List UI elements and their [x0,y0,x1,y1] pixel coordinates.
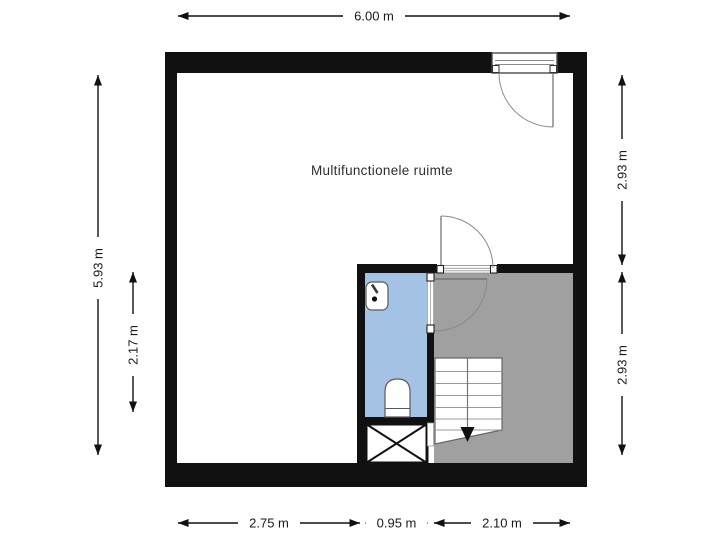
dim-label-left-inner: 2.17 m [122,314,144,376]
svg-text:2.17 m: 2.17 m [126,325,141,365]
room-door-swing-arc [440,215,494,269]
entry-door-frame [491,52,558,74]
bathroom-right-wall [427,333,434,423]
room-door [436,215,498,274]
room-door-jamb [436,264,445,274]
dim-label-top: 6.00 m [343,5,405,27]
dim-label-bottom-middle: 0.95 m [365,512,428,534]
bathroom-door-jamb [426,324,435,334]
dim-label-bottom-left: 2.75 m [238,512,300,534]
room-door-jamb [489,264,498,274]
room-label-multifunctionele-ruimte: Multifunctionele ruimte [311,163,453,178]
sink-icon [365,281,389,311]
sink-drain [371,296,378,302]
sink-faucet [370,283,379,294]
divider-wall-right-segment [497,264,573,273]
bathroom-bottom-wall [357,417,428,423]
svg-text:5.93 m: 5.93 m [91,248,106,288]
right-wall [573,52,587,487]
staircase [434,357,503,445]
bathroom-fixtures [365,281,411,418]
bathroom-door-swing-arc [434,278,488,332]
dimension-labels: 6.00 m 5.93 m 2.17 m 2.93 m 2.93 m 2.75 … [87,5,633,534]
entry-door-jamb [549,65,557,73]
shaft-box [364,422,429,465]
bathroom-door-jamb [426,272,435,282]
svg-text:0.95 m: 0.95 m [377,516,417,531]
bathroom-door [426,272,488,447]
toilet-icon [384,378,411,418]
stair-side-jamb [427,422,434,447]
entry-door-jamb [492,65,500,73]
svg-text:2.75 m: 2.75 m [249,516,289,531]
bathroom-left-wall [357,264,365,463]
svg-text:2.93 m: 2.93 m [615,345,630,385]
top-wall-left-segment [165,52,492,73]
svg-text:2.93 m: 2.93 m [615,150,630,190]
entry-door-swing-arc [498,72,554,128]
shaft-cross-icon [365,423,428,464]
left-wall [165,52,177,487]
dim-label-left-total: 5.93 m [87,237,109,299]
dim-label-bottom-right: 2.10 m [471,512,533,534]
svg-text:6.00 m: 6.00 m [354,9,394,24]
dim-label-right-lower: 2.93 m [611,334,633,396]
entry-door [491,52,558,128]
room-door-threshold [436,265,498,274]
walls [165,52,587,487]
stairs-down-arrow-icon [460,427,475,442]
bottom-wall [165,463,587,487]
svg-text:2.10 m: 2.10 m [482,516,522,531]
dim-label-right-upper: 2.93 m [611,139,633,201]
divider-wall-left-segment [357,264,437,273]
